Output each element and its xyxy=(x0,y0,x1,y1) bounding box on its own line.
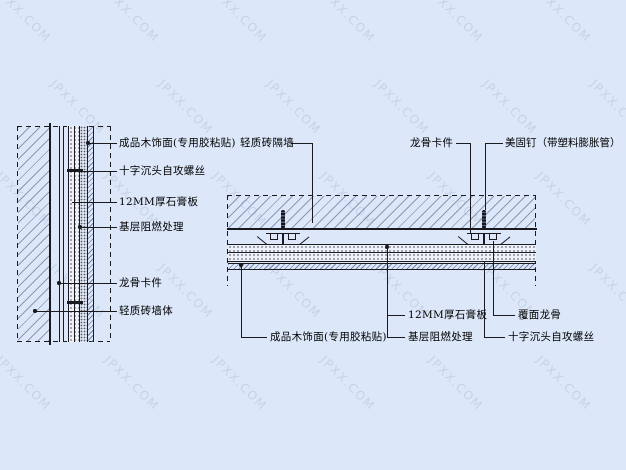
watermark: JPXX.COM xyxy=(155,76,216,138)
label-keel-clip: 龙骨卡件 xyxy=(410,137,454,149)
watermark: JPXX.COM xyxy=(317,0,378,46)
label-tapping-screw: 十字沉头自攻螺丝 xyxy=(508,331,595,343)
label-brick-partition: 轻质砖隔墙 xyxy=(240,137,294,149)
watermark: JPXX.COM xyxy=(263,76,324,138)
watermark: JPXX.COM xyxy=(587,260,626,322)
leader-dot xyxy=(78,225,82,229)
leader-line xyxy=(456,143,470,144)
keel-clip-hook xyxy=(489,233,497,240)
watermark: JPXX.COM xyxy=(587,76,626,138)
leader-line xyxy=(72,202,117,203)
leader-dot xyxy=(385,245,389,249)
keel-clip-plate xyxy=(266,232,300,235)
leader-line xyxy=(35,311,117,312)
leader-line xyxy=(484,337,505,338)
label-expansion-nail: 美固钉（带塑料膨胀管） xyxy=(505,137,621,149)
leader-line xyxy=(387,337,405,338)
leader-dot xyxy=(57,281,61,285)
leader-line xyxy=(492,241,494,315)
leader-line xyxy=(80,227,117,228)
leader-line xyxy=(83,171,117,172)
slab-boundary-right xyxy=(535,195,537,286)
leader-line xyxy=(59,283,117,284)
label-wood-finish: 成品木饰面(专用胶粘贴) xyxy=(119,137,236,149)
watermark: JPXX.COM xyxy=(317,352,378,414)
leader-line xyxy=(470,143,471,233)
label-tapping-screw: 十字沉头自攻螺丝 xyxy=(119,165,206,177)
label-flame-retardant: 基层阻燃处理 xyxy=(408,331,473,343)
screw-marker xyxy=(67,169,83,172)
slab-boundary-top xyxy=(227,195,536,197)
label-wood-finish: 成品木饰面(专用胶粘贴) xyxy=(270,331,387,343)
watermark: JPXX.COM xyxy=(371,76,432,138)
leader-line xyxy=(312,143,313,223)
label-gypsum-board: 12MM厚石膏板 xyxy=(408,309,488,321)
watermark: JPXX.COM xyxy=(533,168,594,230)
watermark: JPXX.COM xyxy=(425,352,486,414)
screw-marker xyxy=(67,301,83,304)
leader-line xyxy=(485,143,486,210)
watermark: JPXX.COM xyxy=(533,0,594,46)
leader-line xyxy=(493,314,515,316)
leader-line xyxy=(486,143,503,144)
label-cover-keel: 覆面龙骨 xyxy=(518,309,562,321)
watermark: JPXX.COM xyxy=(101,352,162,414)
slab-boundary-left xyxy=(227,195,229,286)
expansion-nail xyxy=(482,210,486,228)
leader-dot xyxy=(86,141,90,145)
leader-line xyxy=(483,262,485,337)
keel-clip-hook xyxy=(288,233,296,240)
section-boundary-left xyxy=(17,126,19,342)
gypsum-board-layer-1 xyxy=(228,244,536,253)
label-brick-wall: 轻质砖墙体 xyxy=(119,305,173,317)
keel-clip-hook xyxy=(270,233,278,240)
wall-face-line xyxy=(49,123,51,345)
watermark: JPXX.COM xyxy=(209,352,270,414)
watermark: JPXX.COM xyxy=(479,76,540,138)
brick-wall-hatch xyxy=(18,127,49,341)
watermark: JPXX.COM xyxy=(425,0,486,46)
label-gypsum-board: 12MM厚石膏板 xyxy=(119,196,199,208)
partition-hatch xyxy=(228,196,535,228)
watermark: JPXX.COM xyxy=(209,0,270,46)
leader-line xyxy=(241,337,267,338)
keel-clip-hook xyxy=(471,233,479,240)
slab-face-line xyxy=(227,228,537,230)
watermark: JPXX.COM xyxy=(533,352,594,414)
label-keel-clip: 龙骨卡件 xyxy=(119,277,163,289)
leader-line xyxy=(387,314,405,316)
leader-line xyxy=(88,143,117,144)
section-boundary-right xyxy=(110,126,112,342)
watermark: JPXX.COM xyxy=(0,0,54,46)
keel-clip-plate xyxy=(467,232,501,235)
gypsum-board-joint-line xyxy=(73,126,75,342)
watermark: JPXX.COM xyxy=(0,352,54,414)
watermark: JPXX.COM xyxy=(101,0,162,46)
leader-line xyxy=(386,246,388,337)
leader-line xyxy=(291,143,312,144)
leader-dot xyxy=(239,263,243,267)
flame-retardant-base-layer xyxy=(80,126,88,342)
leader-dot xyxy=(33,309,37,313)
leader-line xyxy=(241,264,242,337)
expansion-nail xyxy=(281,210,285,228)
wood-veneer-layer xyxy=(228,263,536,270)
label-flame-retardant: 基层阻燃处理 xyxy=(119,221,184,233)
gypsum-board-layer-2 xyxy=(228,253,536,262)
wood-veneer-layer xyxy=(88,126,94,342)
keel-layer xyxy=(59,126,64,342)
